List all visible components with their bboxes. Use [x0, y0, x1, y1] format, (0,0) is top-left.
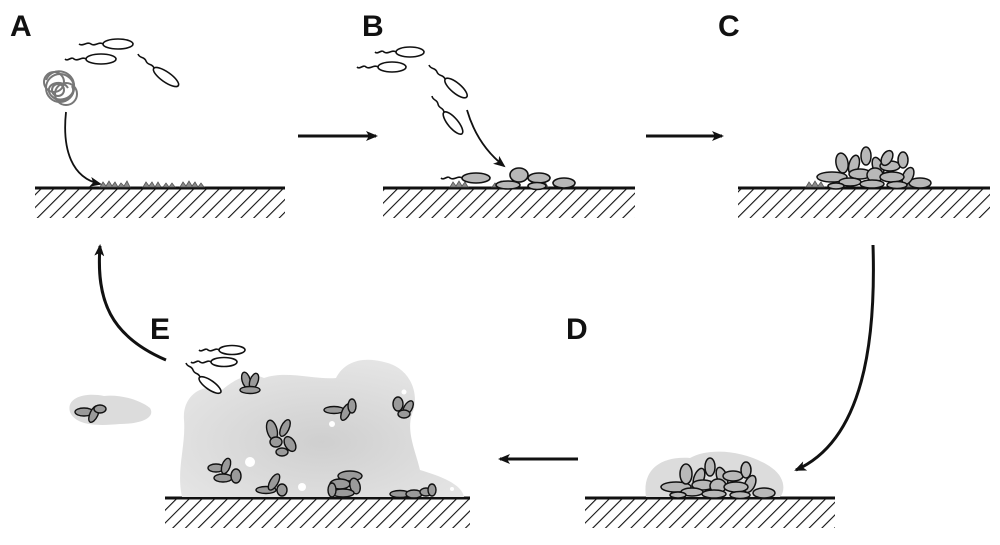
arrow-c-to-d — [794, 244, 875, 472]
dispersed-cell — [190, 356, 238, 368]
planktonic-cell — [374, 46, 425, 58]
planktonic-cell — [428, 64, 468, 99]
cell-cluster — [327, 470, 363, 498]
panel-label-c: C — [718, 10, 740, 43]
panel-label-e: E — [150, 313, 171, 346]
cell-cluster — [265, 418, 297, 457]
cell-cluster — [323, 398, 357, 422]
panel-label-d: D — [566, 313, 588, 346]
surface-e — [165, 496, 470, 528]
surface-a — [35, 186, 285, 218]
planktonic-cell — [356, 61, 407, 73]
dispersed-cell — [185, 362, 222, 395]
panel-label-a: A — [10, 10, 32, 43]
panel-label-b: B — [362, 10, 384, 43]
surface-c — [738, 186, 990, 218]
matrix-voids — [245, 389, 454, 491]
cell-cluster — [239, 371, 261, 395]
attachment-arrow — [64, 111, 102, 187]
planktonic-cell — [137, 53, 180, 88]
planktonic-cell — [64, 53, 117, 65]
microcolony — [816, 146, 932, 190]
mature-microcolony — [660, 457, 776, 500]
surface-d — [585, 496, 835, 528]
cell-cluster — [392, 396, 414, 419]
organic-molecule-tangle — [43, 70, 78, 106]
planktonic-cell — [78, 38, 134, 50]
cell-cluster — [389, 483, 437, 499]
attachment-arrow — [466, 109, 506, 168]
surface-b — [383, 186, 635, 218]
dispersed-cell — [198, 344, 246, 356]
cell-cluster — [207, 457, 242, 484]
arrow-e-to-a — [94, 244, 167, 362]
planktonic-cell — [431, 95, 464, 135]
attached-cells — [440, 167, 576, 191]
conditioning-film — [99, 180, 205, 188]
cell-cluster — [255, 473, 288, 497]
cell-cluster — [74, 404, 107, 424]
